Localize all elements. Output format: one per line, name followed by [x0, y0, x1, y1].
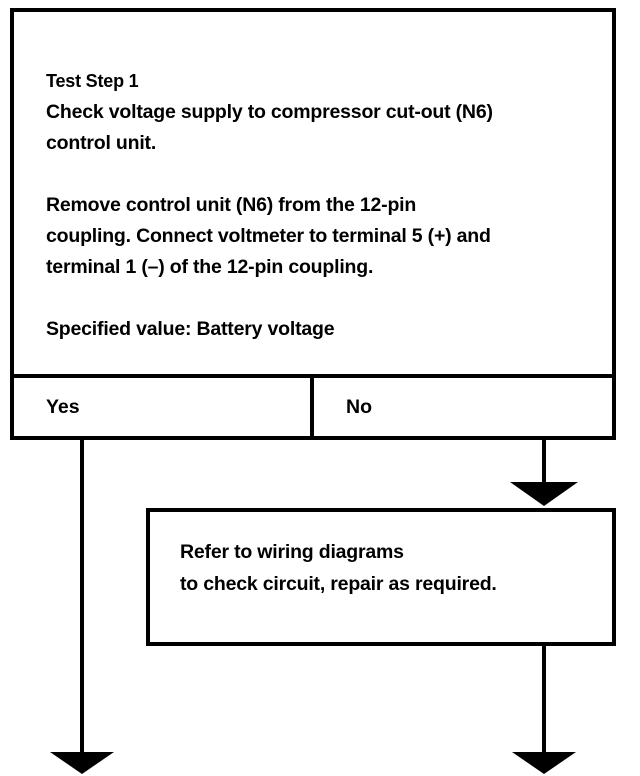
no-action-line: to check circuit, repair as required.: [180, 573, 497, 595]
no-action-box: Refer to wiring diagrams to check circui…: [146, 508, 616, 646]
action-arrowhead: [512, 752, 576, 774]
test-step-instruction-line: Remove control unit (N6) from the 12-pin: [46, 194, 417, 216]
test-step-title: Test Step 1: [46, 71, 139, 91]
no-label: No: [346, 396, 372, 418]
no-action-line: Refer to wiring diagrams: [180, 541, 404, 563]
test-step-content: Test Step 1 Check voltage supply to comp…: [46, 66, 606, 345]
test-step-instruction-line: coupling. Connect voltmeter to terminal …: [46, 225, 491, 247]
test-step-line: control unit.: [46, 132, 157, 154]
test-step-box: Test Step 1 Check voltage supply to comp…: [10, 8, 616, 440]
answer-divider-vertical: [310, 374, 314, 440]
test-step-instruction-line: terminal 1 (–) of the 12-pin coupling.: [46, 256, 374, 278]
no-arrowhead: [510, 482, 578, 506]
specified-value: Specified value: Battery voltage: [46, 318, 335, 340]
no-action-text: Refer to wiring diagrams to check circui…: [180, 536, 600, 600]
test-step-line: Check voltage supply to compressor cut-o…: [46, 101, 493, 123]
yes-arrowhead: [50, 752, 114, 774]
yes-label: Yes: [46, 396, 80, 418]
